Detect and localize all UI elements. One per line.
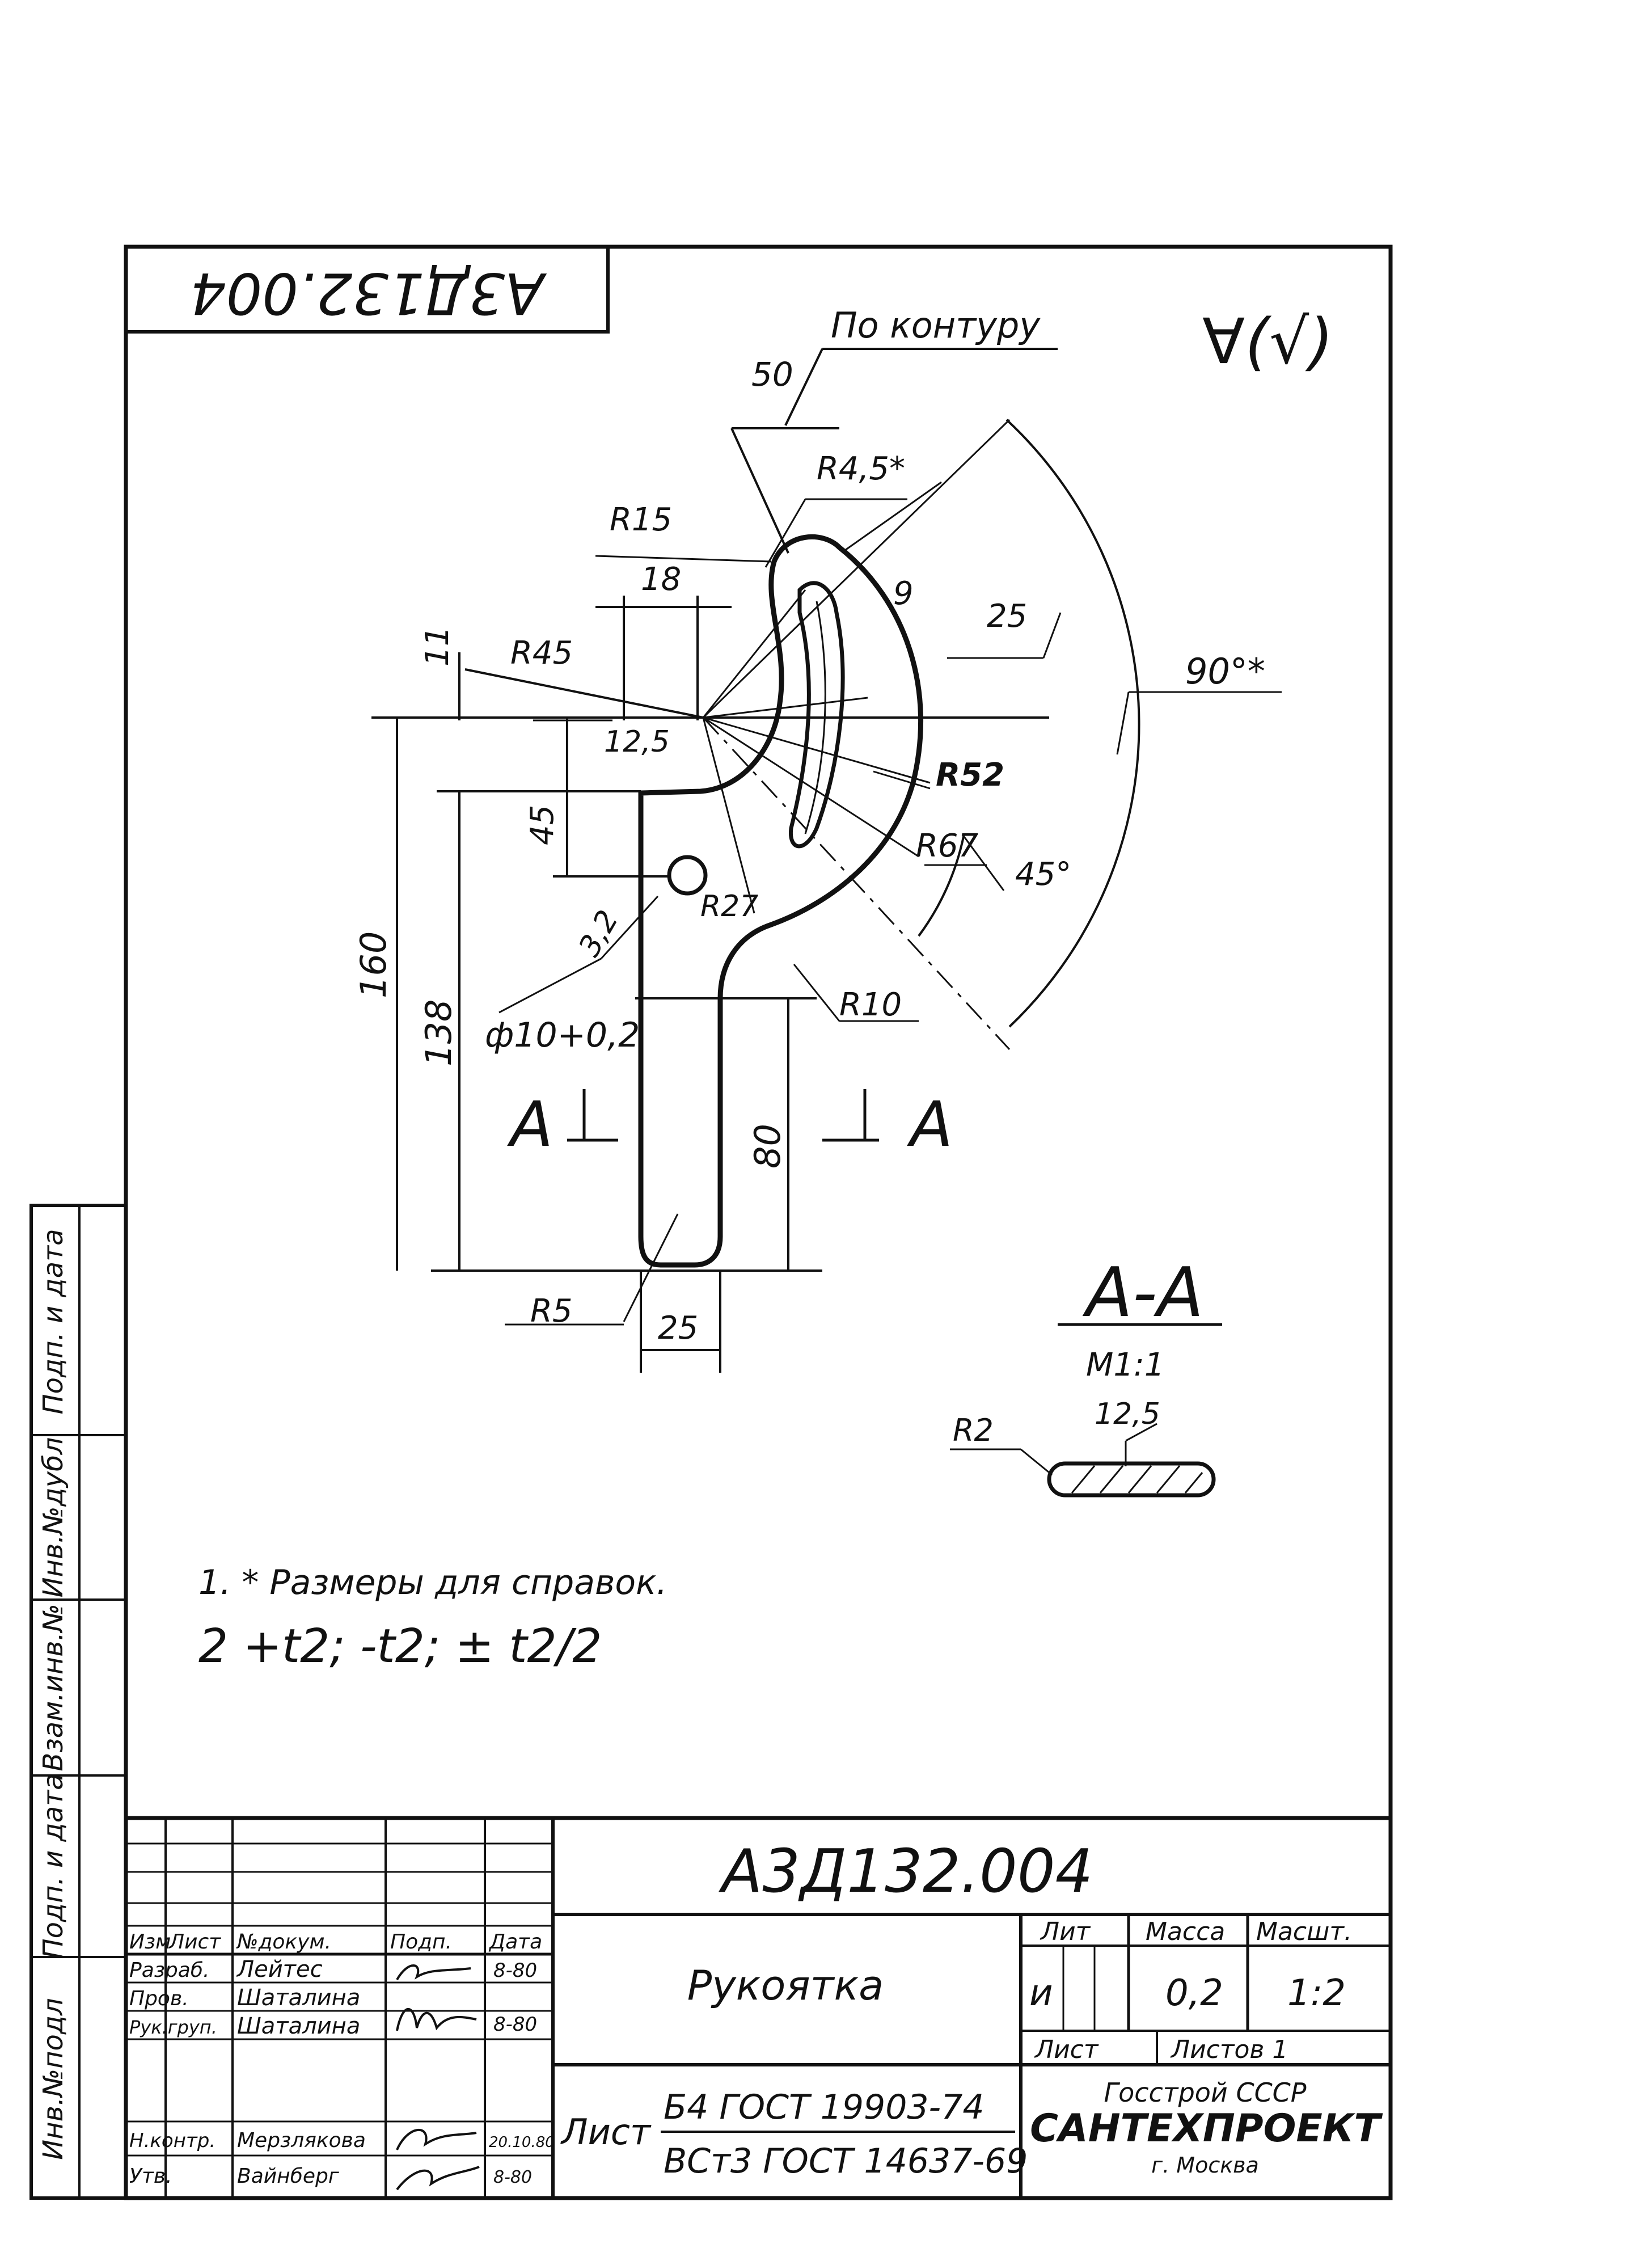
role-nkontr: Н.контр. — [129, 2129, 216, 2152]
material-prefix: Лист — [560, 2111, 652, 2153]
side-label-inv-podl: Инв.№подл — [37, 1998, 69, 2159]
dim-r45: R45 — [510, 635, 573, 672]
note-1: 1. * Размеры для справок. — [198, 1563, 667, 1602]
signature-utv — [396, 2166, 480, 2191]
material-bottom: ВСт3 ГОСТ 14637-69 — [664, 2141, 1028, 2181]
section-mark-left: А — [507, 1088, 553, 1161]
date-utv: 8-80 — [493, 2167, 532, 2187]
role-razrab: Разраб. — [129, 1959, 209, 1982]
corner-code-box — [124, 245, 610, 334]
section-view: А-А М1:1 R2 12,5 — [950, 1254, 1222, 1498]
name-utv: Вайнберг — [237, 2165, 340, 2188]
hdr-sign: Подп. — [390, 1930, 452, 1954]
dim-r15: R15 — [610, 501, 672, 538]
note-2: 2 +t2; -t2; ± t2/2 — [198, 1619, 602, 1673]
org-line-3: г. Москва — [1151, 2153, 1259, 2178]
side-label-podp-data-2: Подп. и дата — [37, 1229, 69, 1415]
dim-r27: R27 — [700, 889, 758, 923]
dim-angle-90: 90°* — [1185, 651, 1265, 692]
scale-value: 1:2 — [1287, 1972, 1346, 2014]
dim-12-5: 12,5 — [604, 725, 670, 759]
title-block: А3Д132.004 Рукоятка Изм Лист №докум. Под… — [124, 1816, 1393, 2200]
dim-3-2: 3,2 — [572, 905, 625, 963]
part-name: Рукоятка — [687, 1962, 884, 2009]
sheet-label: Лист — [1034, 2035, 1099, 2064]
signature-prov — [396, 2008, 477, 2031]
dim-45: 45 — [524, 805, 561, 845]
date-prov: 8-80 — [493, 2013, 537, 2036]
date-razrab: 8-80 — [493, 1959, 537, 1982]
dim-r4-5: R4,5* — [817, 450, 905, 487]
dim-25-bottom: 25 — [658, 1310, 698, 1347]
dim-hole: ф10+0,2 — [485, 1015, 640, 1055]
section-scale: М1:1 — [1086, 1347, 1164, 1384]
section-mark-right: А — [907, 1088, 953, 1161]
side-strip: Инв.№подл Подп. и дата Взам.инв.№ Инв.№д… — [29, 1204, 128, 2200]
dim-r52: R52 — [936, 757, 1004, 794]
scale-label: Масшт. — [1256, 1917, 1352, 1946]
date-nkontr: 20.10.80 — [489, 2134, 555, 2151]
signature-razrab — [396, 1964, 471, 1980]
dim-r5: R5 — [530, 1293, 573, 1330]
dim-25-top: 25 — [987, 598, 1027, 635]
mass-label: Масса — [1146, 1917, 1225, 1946]
name-ruk: Шаталина — [237, 2013, 360, 2039]
name-prov: Шаталина — [237, 1985, 360, 2011]
section-title: А-А — [1082, 1254, 1203, 1332]
dim-18: 18 — [641, 561, 681, 598]
dimension-lines — [371, 419, 1282, 1373]
org-line-1: Госстрой СССР — [1104, 2077, 1306, 2108]
section-r2: R2 — [953, 1412, 994, 1448]
dim-r67: R67 — [916, 828, 979, 864]
lit-value: и — [1029, 1972, 1053, 2014]
hdr-izm: Изм — [129, 1930, 171, 1954]
lit-label: Лит — [1040, 1917, 1091, 1946]
dim-138: 138 — [418, 999, 459, 1066]
name-razrab: Лейтес — [236, 1956, 323, 1983]
sheets-label: Листов 1 — [1170, 2035, 1288, 2064]
dim-angle-45: 45° — [1015, 856, 1071, 893]
side-label-podp-data-1: Подп. и дата — [37, 1774, 69, 1959]
dim-11: 11 — [419, 626, 456, 667]
side-label-dubl: Инв.№дубл — [37, 1437, 69, 1598]
hdr-doc: №докум. — [236, 1930, 331, 1954]
role-prov: Пров. — [129, 1987, 189, 2010]
corner-code: А3Д132.004 — [190, 260, 547, 327]
material-top: Б4 ГОСТ 19903-74 — [664, 2087, 985, 2127]
dim-r10: R10 — [839, 986, 902, 1023]
org-line-2: САНТЕХПРОЕКТ — [1030, 2106, 1383, 2151]
role-ruk: Рук.груп. — [129, 2017, 217, 2038]
name-nkontr: Мерзлякова — [237, 2129, 366, 2152]
mass-value: 0,2 — [1165, 1972, 1223, 2014]
side-label-vzam: Взам.инв.№ — [37, 1604, 69, 1771]
hdr-date: Дата — [488, 1930, 542, 1954]
dim-160: 160 — [353, 931, 394, 998]
roughness-value: 50 — [751, 355, 793, 394]
role-utv: Утв. — [129, 2165, 172, 2188]
roughness-note: По контуру — [831, 305, 1041, 346]
hdr-list: Лист — [168, 1930, 221, 1954]
section-thickness: 12,5 — [1095, 1397, 1160, 1431]
designation: А3Д132.004 — [719, 1837, 1093, 1906]
roughness-mark: ∀(√) — [1202, 305, 1333, 378]
dim-9: 9 — [893, 575, 914, 612]
signature-nkontr — [396, 2129, 477, 2150]
dim-80: 80 — [747, 1124, 788, 1169]
